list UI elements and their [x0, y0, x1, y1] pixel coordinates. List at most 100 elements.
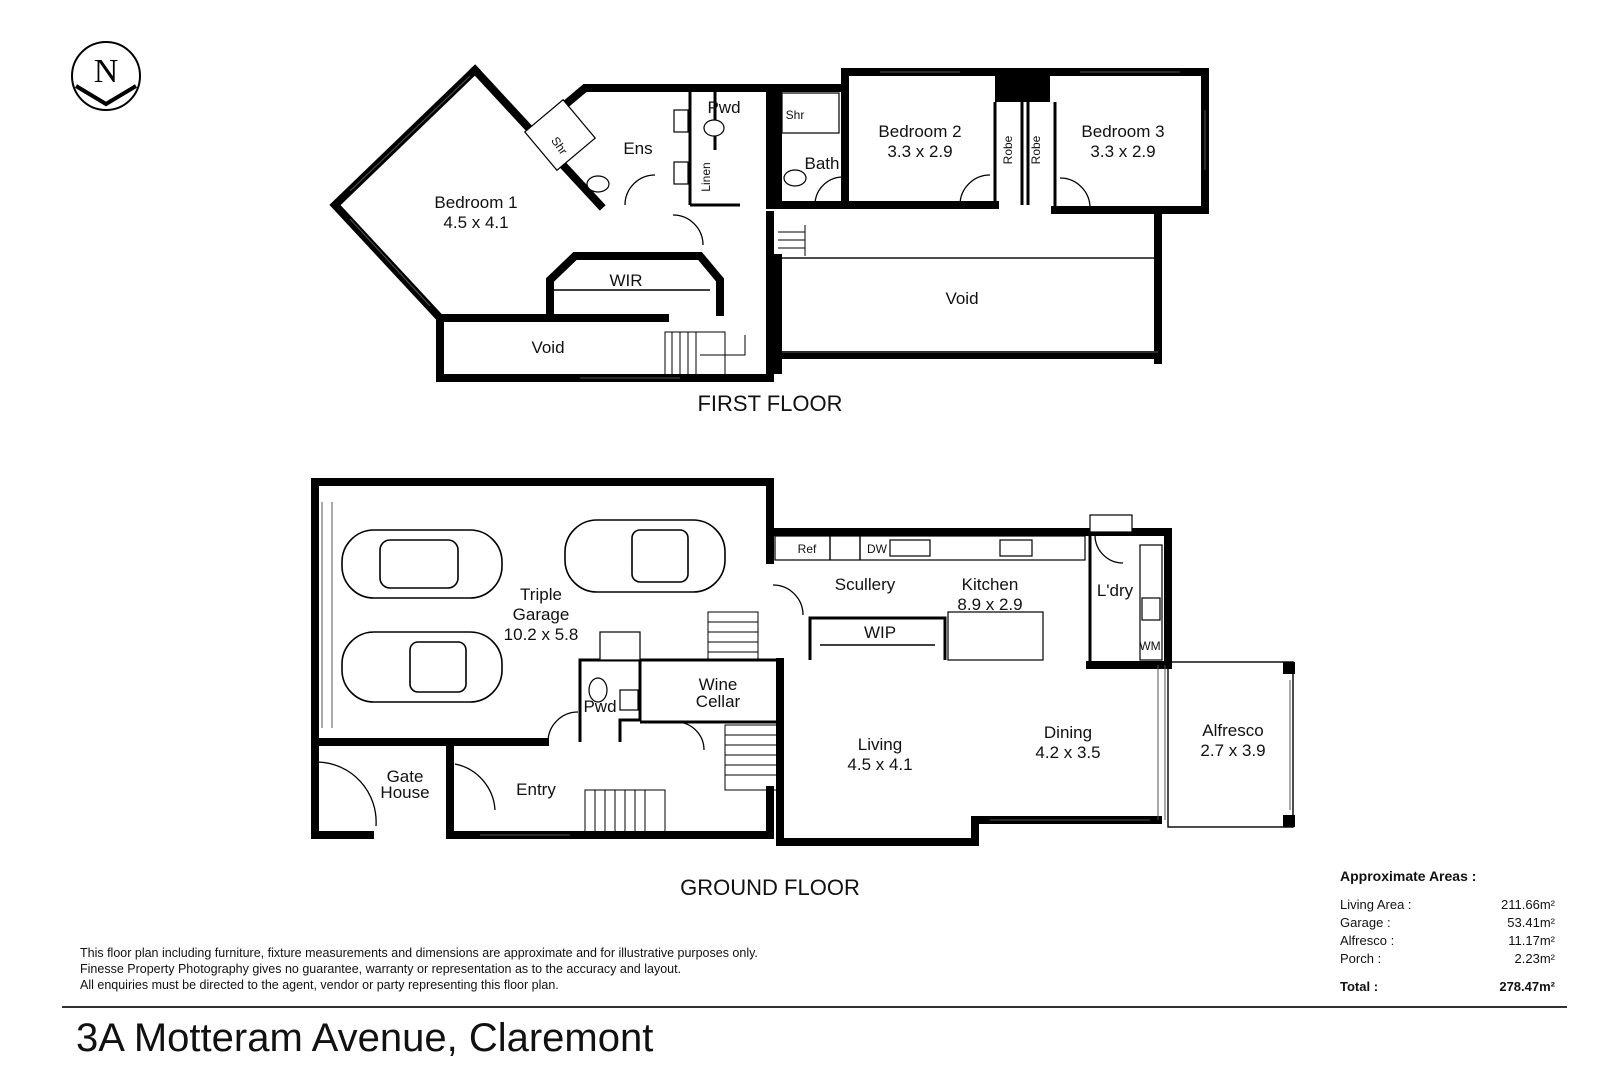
- car-icon: [341, 529, 503, 599]
- garage-sink-icon: [599, 631, 641, 661]
- first-floor-plan: Shr Shr: [329, 64, 1209, 416]
- ensuite-door: [624, 174, 656, 206]
- bedroom1-size: 4.5 x 4.1: [443, 213, 508, 232]
- laundry-door: [1094, 534, 1124, 564]
- kitchen-sink-icon: [889, 539, 931, 557]
- wip-wall: [808, 616, 947, 660]
- washer-label: WM: [1139, 639, 1160, 653]
- bath-name: Bath: [805, 154, 840, 173]
- garage-name-line2: Garage: [513, 605, 570, 624]
- entry-stair: [584, 789, 666, 836]
- bedroom1-wall: [329, 64, 481, 324]
- bedroom3-size: 3.3 x 2.9: [1090, 142, 1155, 161]
- bath-wall: [774, 84, 849, 209]
- powder-toilet-icon: [703, 119, 725, 137]
- north-compass-icon: N: [71, 41, 141, 111]
- area-label: Living Area :: [1340, 897, 1412, 912]
- dining-size: 4.2 x 3.5: [1035, 743, 1100, 762]
- void-right-name: Void: [945, 289, 978, 308]
- scullery-name: Scullery: [835, 575, 896, 594]
- wine-name-line1: Wine: [699, 675, 738, 694]
- area-row: Living Area : 211.66m²: [1340, 896, 1555, 914]
- wine-name-line2: Cellar: [696, 692, 741, 711]
- areas-heading: Approximate Areas :: [1340, 868, 1477, 884]
- bedroom2-size: 3.3 x 2.9: [887, 142, 952, 161]
- disclaimer-line: Finesse Property Photography gives no gu…: [80, 962, 682, 976]
- powder-name-ground: Pwd: [583, 697, 616, 716]
- car-icon-2: [341, 631, 503, 703]
- dishwasher-label: DW: [867, 542, 888, 556]
- ensuite-name: Ens: [623, 139, 652, 158]
- first-floor-title: FIRST FLOOR: [697, 391, 842, 416]
- garage-wall: [311, 478, 774, 746]
- kitchen-name: Kitchen: [962, 575, 1019, 594]
- bath-door: [814, 176, 844, 206]
- void-left-name: Void: [531, 338, 564, 357]
- wine-door: [675, 721, 705, 751]
- area-label: Porch :: [1340, 951, 1382, 966]
- kitchen-island: [947, 611, 1044, 661]
- car-icon-3: [564, 519, 726, 593]
- wir-wall: [546, 252, 724, 316]
- landing-stair: [778, 225, 806, 256]
- powder-door-ground: [547, 711, 579, 743]
- linen-name: Linen: [699, 162, 713, 191]
- ground-floor-plan: Triple Garage 10.2 x 5.8 Gate House Entr…: [311, 478, 1295, 900]
- garage-size: 10.2 x 5.8: [504, 625, 579, 644]
- void-right-outline: [777, 257, 1159, 359]
- landing-door: [672, 214, 704, 246]
- bath-toilet-icon: [783, 169, 807, 187]
- ensuite-basin-icon: [673, 109, 689, 133]
- entry-door: [454, 763, 496, 811]
- gatehouse-name-line2: House: [380, 783, 429, 802]
- powder-name: Pwd: [707, 98, 740, 117]
- divider: [62, 1006, 1567, 1008]
- ensuite-shower-icon: [523, 98, 597, 172]
- area-value: 211.66m²: [1501, 897, 1555, 912]
- powder-basin-icon: [619, 689, 639, 711]
- bedroom1-name: Bedroom 1: [434, 193, 517, 212]
- bedroom3-door: [1059, 177, 1091, 209]
- kitchen-size: 8.9 x 2.9: [957, 595, 1022, 614]
- alfresco-size: 2.7 x 3.9: [1200, 741, 1265, 760]
- laundry-entry: [1089, 514, 1133, 533]
- area-label: Alfresco :: [1340, 933, 1395, 948]
- living-size: 4.5 x 4.1: [847, 755, 912, 774]
- area-total-row: Total : 278.47m²: [1340, 978, 1555, 996]
- laundry-sink-icon: [1141, 597, 1161, 621]
- area-row: Alfresco : 11.17m²: [1340, 932, 1555, 950]
- disclaimer-line: All enquiries must be directed to the ag…: [80, 978, 559, 992]
- area-row: Garage : 53.41m²: [1340, 914, 1555, 932]
- garage-stair: [707, 611, 759, 661]
- approximate-areas-table: Approximate Areas : Living Area : 211.66…: [1340, 868, 1555, 996]
- robe-header: [995, 72, 1050, 102]
- area-label: Garage :: [1340, 915, 1391, 930]
- area-value: 2.23m²: [1514, 951, 1555, 966]
- bedroom2-door: [959, 174, 991, 206]
- area-value: 11.17m²: [1508, 933, 1555, 948]
- robe-b-name: Robe: [1029, 135, 1043, 164]
- compass-letter: N: [94, 53, 119, 90]
- ensuite-basin-icon-2: [673, 161, 689, 185]
- bedroom3-name: Bedroom 3: [1081, 122, 1164, 141]
- powder-wall: [578, 658, 642, 742]
- bath-shower-icon: [781, 92, 840, 134]
- gatehouse-name-line1: Gate: [387, 767, 424, 786]
- scullery-door: [772, 584, 804, 616]
- kitchen-top-wall: [766, 528, 1094, 564]
- alfresco-name: Alfresco: [1202, 721, 1263, 740]
- entry-name: Entry: [516, 780, 556, 799]
- bath-shower-label: Shr: [786, 108, 805, 122]
- laundry-name: L'dry: [1097, 581, 1134, 600]
- wir-name: WIR: [609, 271, 642, 290]
- property-address: 3A Motteram Avenue, Claremont: [76, 1016, 654, 1060]
- cooktop-icon: [999, 539, 1033, 557]
- fridge-label: Ref: [798, 542, 817, 556]
- total-value: 278.47m²: [1499, 979, 1555, 994]
- powder-toilet-icon-ground: [588, 677, 608, 703]
- first-floor-stair: [664, 331, 746, 378]
- living-name: Living: [858, 735, 902, 754]
- living-stair: [724, 724, 781, 791]
- total-label: Total :: [1340, 979, 1379, 994]
